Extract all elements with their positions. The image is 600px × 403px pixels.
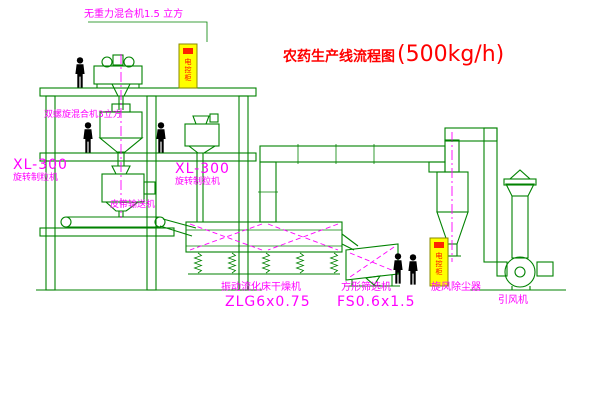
diagram-title-capacity: (500kg/h): [397, 42, 505, 67]
label-cyclone: 旋风除尘器: [431, 282, 481, 293]
diagram-title: 农药生产线流程图 (500kg/h): [283, 42, 504, 67]
exhaust-stack-drawing: [503, 169, 537, 259]
exhaust-duct-drawing: [258, 144, 446, 223]
building-column: [45, 95, 56, 291]
person-figure: [83, 122, 93, 153]
label-dryer: 振动流化床干燥机 ZLG6x0.75: [221, 282, 311, 310]
person-figure: [393, 253, 403, 284]
person-figure: [75, 57, 85, 88]
fluid-bed-dryer-drawing: [185, 221, 359, 275]
building-column: [238, 95, 249, 291]
granulator-right-drawing: [184, 113, 220, 222]
top-mixer-drawing: [93, 54, 143, 97]
granulator-right-model: XL-300: [175, 161, 230, 177]
label-top-mixer: 无重力混合机1.5 立方: [84, 9, 184, 20]
cabinet-upper-label: 电控柜: [184, 58, 192, 82]
control-cabinet-upper: [88, 21, 208, 89]
dryer-model: ZLG6x0.75: [225, 293, 311, 310]
label-granulator-left: XL-300 旋转制粒机: [13, 157, 68, 183]
sieve-model: FS0.6x1.5: [337, 293, 416, 310]
control-cabinet-lower: [429, 237, 449, 287]
floor-slab: [39, 227, 175, 237]
granulator-left-model: XL-300: [13, 157, 68, 173]
sieve-name: 方形筛选机: [341, 282, 391, 293]
sieve-drawing: [344, 243, 400, 287]
dryer-name: 振动流化床干燥机: [221, 282, 301, 293]
label-induced-fan: 引风机: [498, 295, 528, 306]
label-belt-conveyor: 皮带输送机: [110, 200, 156, 210]
cabinet-lower-label: 电控柜: [435, 252, 443, 276]
person-figure: [408, 254, 418, 285]
person-figure: [156, 122, 166, 153]
floor-slab: [39, 152, 257, 162]
granulator-left-name: 旋转制粒机: [13, 173, 59, 184]
granulator-left-drawing: [101, 165, 156, 217]
induced-fan-drawing: [503, 256, 560, 291]
label-second-mixer: 双螺旋混合机3立方: [44, 110, 122, 120]
outlet-duct-drawing: [444, 127, 508, 277]
label-granulator-right: XL-300 旋转制粒机: [175, 161, 230, 187]
label-sieve: 方形筛选机 FS0.6x1.5: [337, 282, 416, 310]
belt-conveyor-drawing: [60, 216, 197, 237]
floor-slab: [39, 87, 257, 97]
granulator-right-name: 旋转制粒机: [175, 177, 221, 188]
diagram-title-text: 农药生产线流程图: [283, 49, 395, 65]
